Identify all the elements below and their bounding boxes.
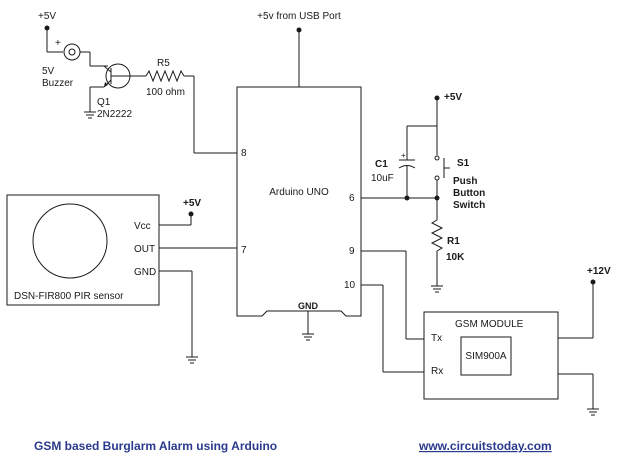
c1-designator: C1 <box>375 159 388 170</box>
ground-symbol <box>587 408 599 416</box>
arduino-label: Arduino UNO <box>269 187 329 198</box>
r1-designator: R1 <box>447 236 460 247</box>
r5-designator: R5 <box>157 58 170 69</box>
gsm-module: GSM MODULE SIM900A Tx Rx +12V <box>361 250 611 416</box>
pushbutton-section: +5V + C1 10uF S1 Push Button Switch R1 1… <box>361 92 485 293</box>
ground-symbol <box>302 333 314 341</box>
gsm-tx-pin: Tx <box>431 333 442 344</box>
pir-supply-label: +5V <box>183 198 201 209</box>
s1-designator: S1 <box>457 158 470 169</box>
buzzer-plus-sign: + <box>55 38 61 49</box>
gsm-supply-label: +12V <box>587 266 611 277</box>
transistor-q1 <box>103 63 131 89</box>
pir-gnd-pin: GND <box>134 267 156 278</box>
r5-value: 100 ohm <box>146 87 185 98</box>
c1-polarity-sign: + <box>401 151 406 160</box>
diagram-caption: GSM based Burglarm Alarm using Arduino <box>34 439 277 453</box>
c1-value: 10uF <box>371 173 394 184</box>
buzzer-supply-label: +5V <box>38 11 56 22</box>
buzzer <box>63 43 81 61</box>
q1-designator: Q1 <box>97 97 111 108</box>
pir-vcc-pin: Vcc <box>134 221 151 232</box>
sim900a-label: SIM900A <box>465 351 506 362</box>
pin-6-label: 6 <box>349 193 355 204</box>
junction-node <box>434 195 440 201</box>
sim900a-chip <box>460 336 512 376</box>
buzzer-section: +5V + 5V Buzzer Q1 2N2222 <box>38 11 237 154</box>
gsm-rx-pin: Rx <box>431 366 443 377</box>
website-link[interactable]: www.circuitstoday.com <box>418 439 552 453</box>
s1-description-2: Button <box>453 188 485 199</box>
push-button-s1 <box>434 155 450 181</box>
r1-value: 10K <box>446 252 465 263</box>
pir-out-pin: OUT <box>134 244 155 255</box>
pir-sensor-name: DSN-FIR800 PIR sensor <box>14 291 124 302</box>
s1-description-3: Switch <box>453 200 485 211</box>
resistor-r1 <box>430 219 444 252</box>
pin-7-label: 7 <box>241 245 247 256</box>
ground-symbol <box>186 356 198 364</box>
junction-node <box>404 195 410 201</box>
resistor-r5 <box>145 69 185 83</box>
ground-symbol <box>431 285 443 293</box>
pin-8-label: 8 <box>241 148 247 159</box>
capacitor-c1 <box>398 159 416 169</box>
usb-power-label: +5v from USB Port <box>257 11 341 22</box>
buzzer-name: 5V <box>42 66 55 77</box>
pin-10-label: 10 <box>344 280 356 291</box>
arduino-uno: +5v from USB Port Arduino UNO GND 8 7 6 … <box>236 11 362 341</box>
pir-sensor: Vcc OUT GND DSN-FIR800 PIR sensor +5V <box>6 194 237 364</box>
gsm-module-name: GSM MODULE <box>455 319 524 330</box>
q1-part-number: 2N2222 <box>97 109 132 120</box>
switch-supply-label: +5V <box>444 92 462 103</box>
arduino-gnd-label: GND <box>298 301 319 311</box>
pin-9-label: 9 <box>349 246 355 257</box>
s1-description-1: Push <box>453 176 477 187</box>
ground-symbol <box>84 111 96 119</box>
buzzer-label: Buzzer <box>42 78 74 89</box>
